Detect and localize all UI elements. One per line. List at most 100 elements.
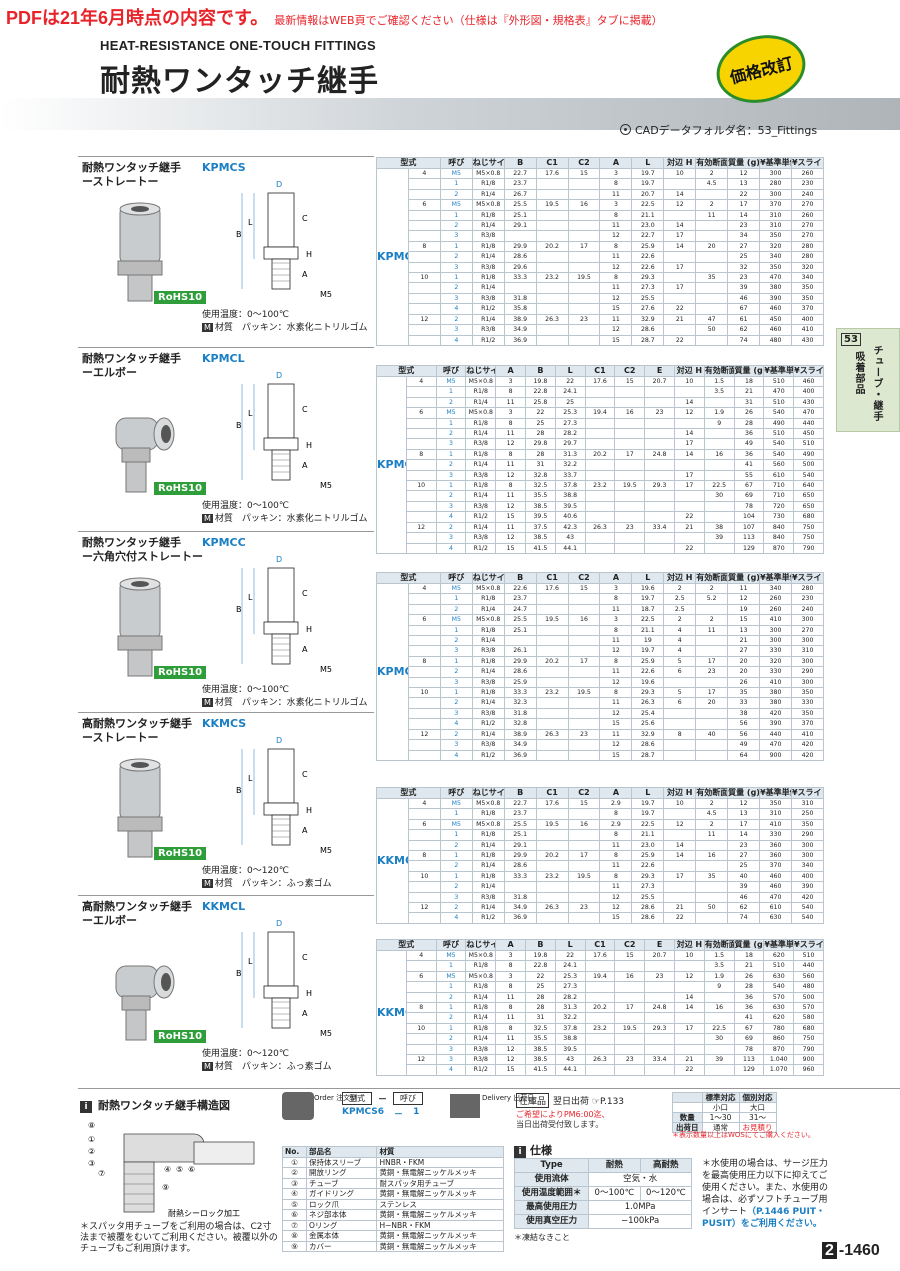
parts-cell: ガイドリング bbox=[305, 1188, 378, 1200]
table-cell: 2.9 bbox=[599, 797, 633, 810]
order-v1: KPMCS6 bbox=[342, 1107, 385, 1117]
table-cell: R3/8 bbox=[465, 469, 497, 482]
table-cell bbox=[614, 511, 646, 523]
table-cell: 8 bbox=[599, 593, 633, 605]
structure-title-text: 耐熱ワンタッチ継手構造図 bbox=[98, 1099, 230, 1112]
table-cell bbox=[644, 1033, 675, 1045]
table-cell: 25.5 bbox=[503, 199, 537, 211]
table-cell: 310 bbox=[790, 797, 825, 810]
table-cell: 290 bbox=[790, 829, 825, 841]
delivery-ref[interactable]: P.133 bbox=[599, 1097, 625, 1107]
table-cell: 16 bbox=[567, 614, 601, 626]
table-cell: 11 bbox=[599, 251, 633, 263]
column-header: ¥基準単価 1～9コ bbox=[759, 572, 792, 584]
table-cell bbox=[407, 808, 441, 820]
table-cell bbox=[673, 960, 705, 972]
water-ref[interactable]: （P.1446 PUIT・PUSIT）をご利用ください。 bbox=[702, 1207, 825, 1229]
table-cell: 2 bbox=[695, 614, 729, 626]
svg-text:M5: M5 bbox=[320, 1029, 332, 1038]
table-cell: 5 bbox=[663, 655, 697, 668]
svg-text:B: B bbox=[236, 605, 242, 614]
table-cell bbox=[405, 1064, 437, 1076]
table-cell: 39.5 bbox=[554, 500, 586, 513]
material-text: 材質 パッキン：水素化ニトリルゴム bbox=[214, 323, 368, 333]
column-header: ¥スライド単価 10～30 bbox=[793, 365, 824, 377]
svg-text:A: A bbox=[302, 461, 308, 470]
cad-label: CADデータフォルダ名：53_Fittings bbox=[635, 124, 818, 137]
table-cell: M5 bbox=[439, 818, 473, 831]
table-cell: 680 bbox=[793, 511, 824, 523]
table-cell bbox=[644, 386, 675, 398]
table-cell: 300 bbox=[759, 635, 792, 647]
table-cell: 28.6 bbox=[631, 739, 665, 751]
side-tab-label1: チューブ・継手 bbox=[871, 345, 882, 422]
product-name: 高耐熱ワンタッチ継手ーエルボー bbox=[82, 900, 192, 928]
table-cell: 20.2 bbox=[535, 240, 569, 253]
material-text: 材質 パッキン：水素化ニトリルゴム bbox=[214, 514, 368, 524]
table-cell: 260 bbox=[759, 603, 792, 616]
svg-text:L: L bbox=[248, 774, 253, 783]
table-cell: 55 bbox=[733, 469, 765, 482]
product-code[interactable]: KKMCL bbox=[202, 900, 246, 913]
table-cell: 12 bbox=[663, 818, 697, 831]
table-cell bbox=[644, 960, 675, 972]
table-cell: 350 bbox=[790, 818, 825, 831]
table-cell: R1/8 bbox=[471, 178, 505, 190]
table-cell: 8 bbox=[599, 829, 633, 841]
table-cell: 28 bbox=[524, 428, 556, 440]
product-code[interactable]: KPMCC bbox=[202, 536, 246, 549]
notice-sub[interactable]: 最新情報はWEB頁でご確認ください（仕様は『外形図・規格表』タブに掲載） bbox=[274, 14, 663, 26]
table-cell bbox=[695, 707, 729, 720]
side-tab[interactable]: 53 チューブ・継手 吸着部品 bbox=[836, 328, 900, 432]
table-cell bbox=[535, 178, 569, 190]
table-cell: 23 bbox=[614, 1054, 646, 1066]
table-cell: 2 bbox=[439, 282, 473, 294]
table-cell: 22 bbox=[663, 334, 697, 346]
table-cell: R1/4 bbox=[471, 728, 505, 741]
table-cell: 2 bbox=[435, 459, 467, 471]
product-photo bbox=[117, 202, 163, 302]
table-cell: 28.6 bbox=[631, 324, 665, 336]
table-cell: 9 bbox=[703, 417, 735, 430]
table-cell: 350 bbox=[759, 261, 792, 274]
table-cell: 29.9 bbox=[503, 850, 537, 862]
table-cell: 440 bbox=[793, 960, 824, 972]
table-cell bbox=[703, 459, 735, 471]
table-cell bbox=[695, 635, 729, 647]
table-cell: 2 bbox=[439, 728, 473, 741]
parts-cell: ⑥ bbox=[282, 1209, 307, 1221]
table-cell: 12 bbox=[727, 593, 761, 605]
table-cell: 11 bbox=[599, 697, 633, 709]
table-cell bbox=[567, 593, 601, 605]
table-cell: 41.5 bbox=[524, 542, 556, 554]
table-cell: 25.1 bbox=[503, 624, 537, 637]
table-cell bbox=[535, 292, 569, 305]
table-cell: 1 bbox=[439, 240, 473, 253]
table-cell: 33.4 bbox=[644, 1054, 675, 1066]
table-cell: 12 bbox=[495, 532, 526, 544]
table-cell: R1/2 bbox=[471, 718, 505, 730]
table-cell: 500 bbox=[793, 459, 824, 471]
table-cell: 2 bbox=[439, 220, 473, 232]
table-cell bbox=[695, 676, 729, 689]
table-cell bbox=[407, 912, 441, 924]
product-code[interactable]: KPMCS bbox=[202, 161, 246, 174]
table-cell: 19.5 bbox=[614, 1022, 646, 1035]
table-cell: 50 bbox=[695, 902, 729, 914]
product-photo bbox=[117, 758, 163, 858]
delivery-note2: 当日出荷受付致します。 bbox=[516, 1120, 604, 1129]
table-cell bbox=[405, 1033, 437, 1045]
table-cell: 38 bbox=[703, 521, 735, 534]
table-cell: 400 bbox=[793, 386, 824, 398]
product-code[interactable]: KPMCL bbox=[202, 352, 245, 365]
table-cell bbox=[407, 282, 441, 294]
table-cell: 28.2 bbox=[554, 991, 586, 1004]
product-code[interactable]: KKMCS bbox=[202, 717, 247, 730]
table-cell: R1/8 bbox=[465, 960, 497, 972]
table-cell bbox=[535, 881, 569, 893]
table-cell: 8 bbox=[599, 808, 633, 820]
